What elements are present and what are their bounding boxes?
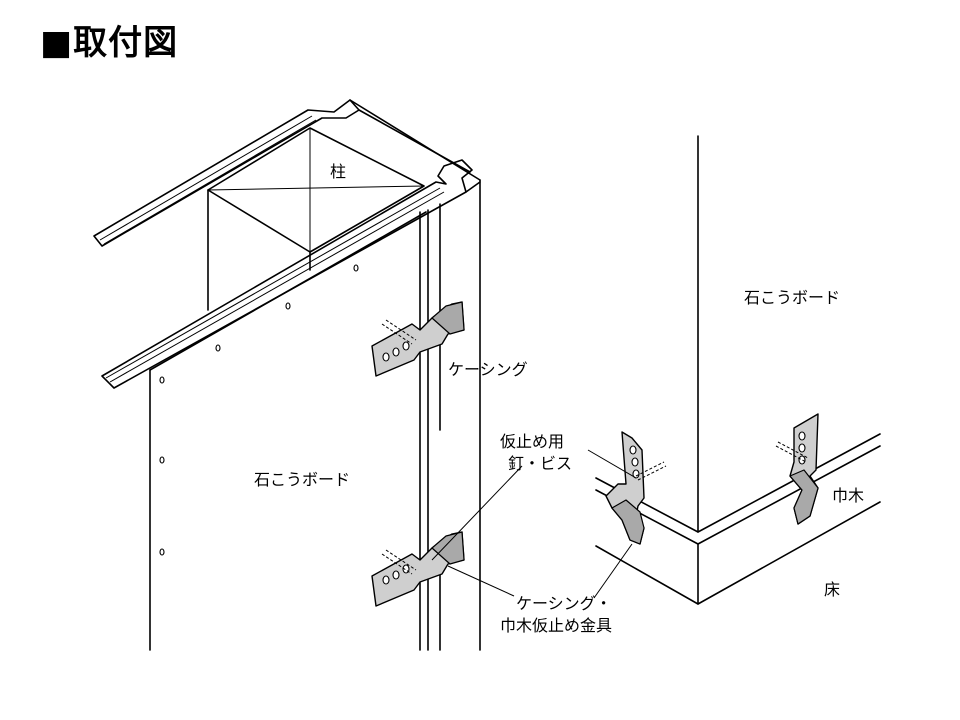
bracket-lower-left — [371, 531, 465, 607]
bracket-corner-right — [775, 413, 819, 525]
leader-lines — [431, 449, 637, 599]
bracket-label-line2: 巾木仮止め金具 — [500, 616, 613, 635]
bracket-label-line1: ケーシング・ — [516, 594, 612, 613]
temp-nail-label-line2: 釘・ビス — [508, 454, 573, 473]
gypsum-board-label-left: 石こうボード — [254, 470, 351, 489]
temp-nail-label-line1: 仮止め用 — [500, 432, 565, 451]
diagram-title: ■取付図 — [40, 23, 179, 63]
pillar-label: 柱 — [330, 162, 347, 181]
floor-label: 床 — [824, 580, 841, 599]
casing-label: ケーシング — [448, 360, 528, 379]
gypsum-board-label-right: 石こうボード — [744, 288, 841, 307]
baseboard-label: 巾木 — [832, 486, 865, 505]
bracket-corner-left — [605, 431, 667, 545]
pillar-wall-assembly — [93, 99, 481, 651]
bracket-upper-left — [371, 301, 465, 377]
